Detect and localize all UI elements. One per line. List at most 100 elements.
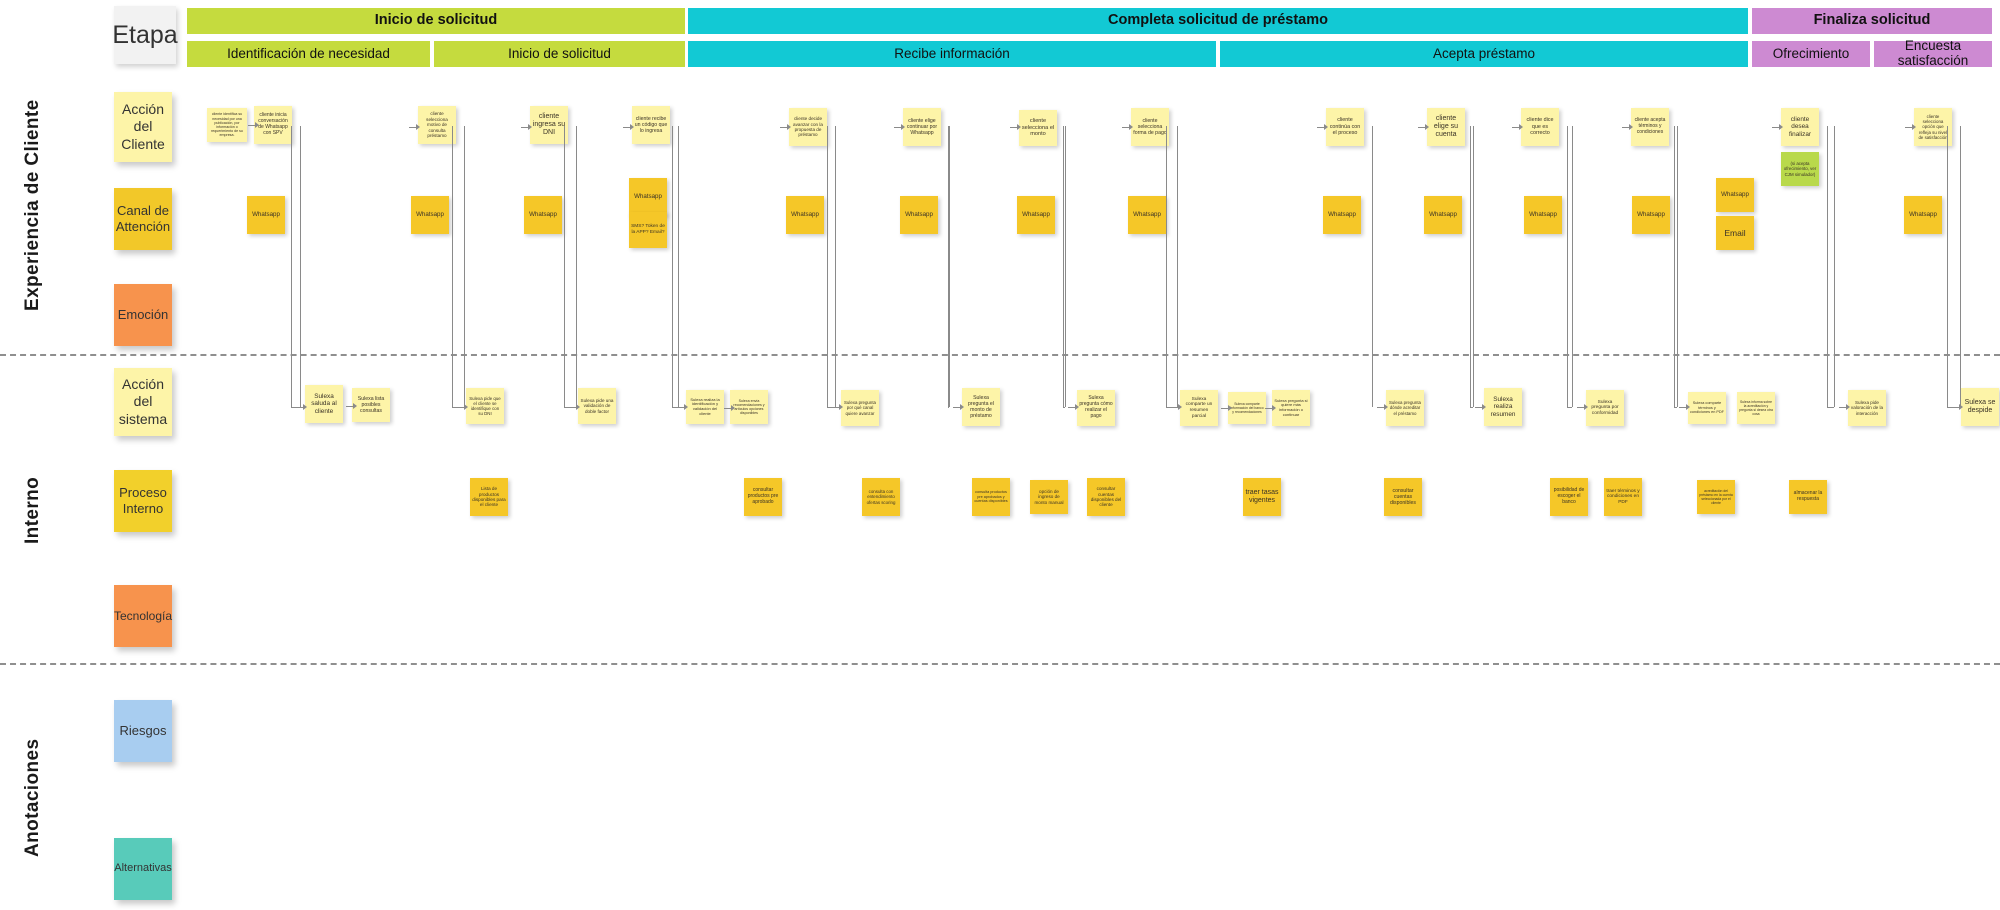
channel-note-12[interactable]: Whatsapp (1632, 196, 1670, 234)
channel-note-9[interactable]: Whatsapp (1323, 196, 1361, 234)
channel-note-10[interactable]: Whatsapp (1424, 196, 1462, 234)
loop-bottom-5 (948, 407, 949, 408)
system-action-note-9[interactable]: Sulexa comparte un resumen parcial (1180, 390, 1218, 426)
system-action-note-14[interactable]: Sulexa pregunta por conformidad (1586, 390, 1624, 426)
loop-up-12 (1834, 126, 1835, 407)
system-action-note-5[interactable]: Sulexa envía recomendaciones y artículos… (730, 390, 768, 424)
internal-process-note-1[interactable]: consultar productos pre aprobado (744, 478, 782, 516)
stage-minor-0[interactable]: Identificación de necesidad (187, 41, 430, 67)
customer-action-note-4[interactable]: cliente recibe un código que lo ingresa (632, 106, 670, 144)
arrow-sa-in-2-head (576, 404, 580, 410)
customer-action-note-1[interactable]: cliente inicia conversación de Whatsapp … (254, 106, 292, 144)
customer-action-note-3[interactable]: cliente ingresa su DNI (530, 106, 568, 144)
stage-minor-4[interactable]: Ofrecimiento (1752, 41, 1870, 67)
channel-note-1[interactable]: Whatsapp (411, 196, 449, 234)
channel-note-3[interactable]: Whatsapp (629, 178, 667, 216)
customer-action-note-0[interactable]: cliente identifica su necesidad por una … (207, 108, 247, 142)
row-label-canal-de-atencion[interactable]: Canal de Attención (114, 188, 172, 250)
channel-note-0[interactable]: Whatsapp (247, 196, 285, 234)
customer-action-note-2[interactable]: cliente selecciona motivo de consulta pr… (418, 106, 456, 144)
customer-action-note-11[interactable]: cliente dice que es correcto (1521, 108, 1559, 146)
row-label-proceso-interno[interactable]: Proceso Interno (114, 470, 172, 532)
system-action-note-3[interactable]: Sulexa pide una validación de doble fact… (578, 388, 616, 424)
system-action-note-7[interactable]: Sulexa pregunta el monto de préstamo (962, 388, 1000, 426)
system-action-note-4[interactable]: Sulexa realiza la identificación y valid… (686, 390, 724, 424)
row-label-tecnologia[interactable]: Tecnología (114, 585, 172, 647)
channel-note-14[interactable]: Email (1716, 216, 1754, 250)
internal-process-note-11[interactable]: almacenar la respuesta (1789, 480, 1827, 514)
stage-major-0[interactable]: Inicio de solicitud (187, 8, 685, 34)
system-action-note-10[interactable]: Sulexa comparte información del banco y … (1228, 392, 1266, 424)
customer-action-note-8[interactable]: cliente selecciona forma de pago (1131, 108, 1169, 146)
internal-process-note-3[interactable]: consulta productos pre aprobados y cuent… (972, 478, 1010, 516)
customer-action-note-14[interactable]: cliente selecciona opción que refleja su… (1914, 108, 1952, 146)
section-label-2: Anotaciones (22, 738, 43, 857)
stage-minor-1[interactable]: Inicio de solicitud (434, 41, 685, 67)
system-action-note-12[interactable]: Sulexa pregunta dónde acreditar el prést… (1386, 390, 1424, 426)
channel-note-5[interactable]: Whatsapp (786, 196, 824, 234)
system-action-note-6[interactable]: Sulexa pregunta por qué canal quiere ava… (841, 390, 879, 426)
system-action-note-16[interactable]: Sulexa informa sobre la acreditación y p… (1737, 392, 1775, 424)
system-action-note-11[interactable]: Sulexa pregunta si quiere más informació… (1272, 390, 1310, 426)
arrow-sa-in-5-head (960, 404, 964, 410)
row-label-riesgos[interactable]: Riesgos (114, 700, 172, 762)
channel-note-6[interactable]: Whatsapp (900, 196, 938, 234)
customer-action-note-13[interactable]: cliente desea finalizar (1781, 108, 1819, 146)
channel-note-15[interactable]: Whatsapp (1904, 196, 1942, 234)
arrow-ca-in-4-head (901, 124, 905, 130)
channel-note-2[interactable]: Whatsapp (524, 196, 562, 234)
row-label-emocion[interactable]: Emoción (114, 284, 172, 346)
system-action-note-0[interactable]: Sulexa saluda al cliente (305, 385, 343, 423)
stage-minor-3[interactable]: Acepta préstamo (1220, 41, 1748, 67)
stage-major-1[interactable]: Completa solicitud de préstamo (688, 8, 1748, 34)
arrow-sa-in-3-head (684, 404, 688, 410)
channel-note-8[interactable]: Whatsapp (1128, 196, 1166, 234)
arrow-sa-in-4-head (839, 404, 843, 410)
arrow-sa-in-0-line (296, 407, 304, 408)
system-action-note-2[interactable]: Sulexa pide que el cliente se identifiqu… (466, 388, 504, 424)
system-action-note-18[interactable]: Sulexa se despide (1961, 388, 1999, 426)
customer-action-alt-note-0[interactable]: (si acepta ofrecimiento, ver CJM simulad… (1781, 152, 1819, 186)
loop-up-1 (452, 126, 453, 407)
stage-minor-5[interactable]: Encuesta satisfacción (1874, 38, 1992, 68)
loop-up-6 (1063, 126, 1064, 407)
row-label-accion-del-cliente[interactable]: Acción del Cliente (114, 92, 172, 162)
arrow-sa-in-4-line (832, 407, 840, 408)
stage-major-2[interactable]: Finaliza solicitud (1752, 8, 1992, 34)
customer-action-note-9[interactable]: cliente continúa con el proceso (1326, 108, 1364, 146)
loop-down-13 (1960, 126, 1961, 407)
row-label-accion-del-sistema[interactable]: Acción del sistema (114, 368, 172, 436)
channel-note-11[interactable]: Whatsapp (1524, 196, 1562, 234)
loop-down-5 (949, 126, 950, 407)
internal-process-note-9[interactable]: traer términos y condiciones en PDF (1604, 478, 1642, 516)
system-action-note-17[interactable]: Sulexa pide valoración de la interacción (1848, 390, 1886, 426)
customer-action-note-5[interactable]: cliente decide avanzar con la propuesta … (789, 108, 827, 146)
customer-action-note-12[interactable]: cliente acepta términos y condiciones (1631, 108, 1669, 146)
channel-note-4[interactable]: SMS? Token de la APP? Email? (629, 212, 667, 248)
customer-action-note-6[interactable]: cliente elige continuar por Whatsapp (903, 108, 941, 146)
arrow-sa-in-12-line (1839, 407, 1847, 408)
internal-process-note-4[interactable]: opción de ingreso de monto manual (1030, 480, 1068, 514)
system-action-note-13[interactable]: Sulexa realiza resumen (1484, 388, 1522, 426)
customer-action-note-7[interactable]: cliente selecciona el monto (1019, 110, 1057, 146)
channel-note-13[interactable]: Whatsapp (1716, 178, 1754, 212)
system-action-note-1[interactable]: Sulexa lista posibles consultas (352, 388, 390, 422)
internal-process-note-5[interactable]: consultar cuentas disponibles del client… (1087, 478, 1125, 516)
arrow-sa-in-5-line (953, 407, 961, 408)
loop-up-7 (1166, 126, 1167, 407)
customer-action-note-10[interactable]: cliente elige su cuenta (1427, 108, 1465, 146)
system-action-note-8[interactable]: Sulexa pregunta cómo realizar el pago (1077, 390, 1115, 426)
internal-process-note-2[interactable]: consulta con entendimiento ofertas scori… (862, 478, 900, 516)
loop-up-9 (1470, 126, 1471, 407)
stage-minor-2[interactable]: Recibe información (688, 41, 1216, 67)
channel-note-7[interactable]: Whatsapp (1017, 196, 1055, 234)
arrow-ca-in-3-line (780, 127, 788, 128)
internal-process-note-6[interactable]: traer tasas vigentes (1243, 478, 1281, 516)
row-label-alternativas[interactable]: Alternativas (114, 838, 172, 900)
internal-process-note-7[interactable]: consultar cuentas disponibles (1384, 478, 1422, 516)
internal-process-note-10[interactable]: acreditación del préstamo en la cuenta s… (1697, 480, 1735, 514)
loop-down-3 (678, 126, 679, 407)
internal-process-note-8[interactable]: posibilidad de escoger el banco (1550, 478, 1588, 516)
system-action-note-15[interactable]: Sulexa comparte términos y condiciones e… (1688, 392, 1726, 424)
internal-process-note-0[interactable]: Lista de productos disponibles para el c… (470, 478, 508, 516)
